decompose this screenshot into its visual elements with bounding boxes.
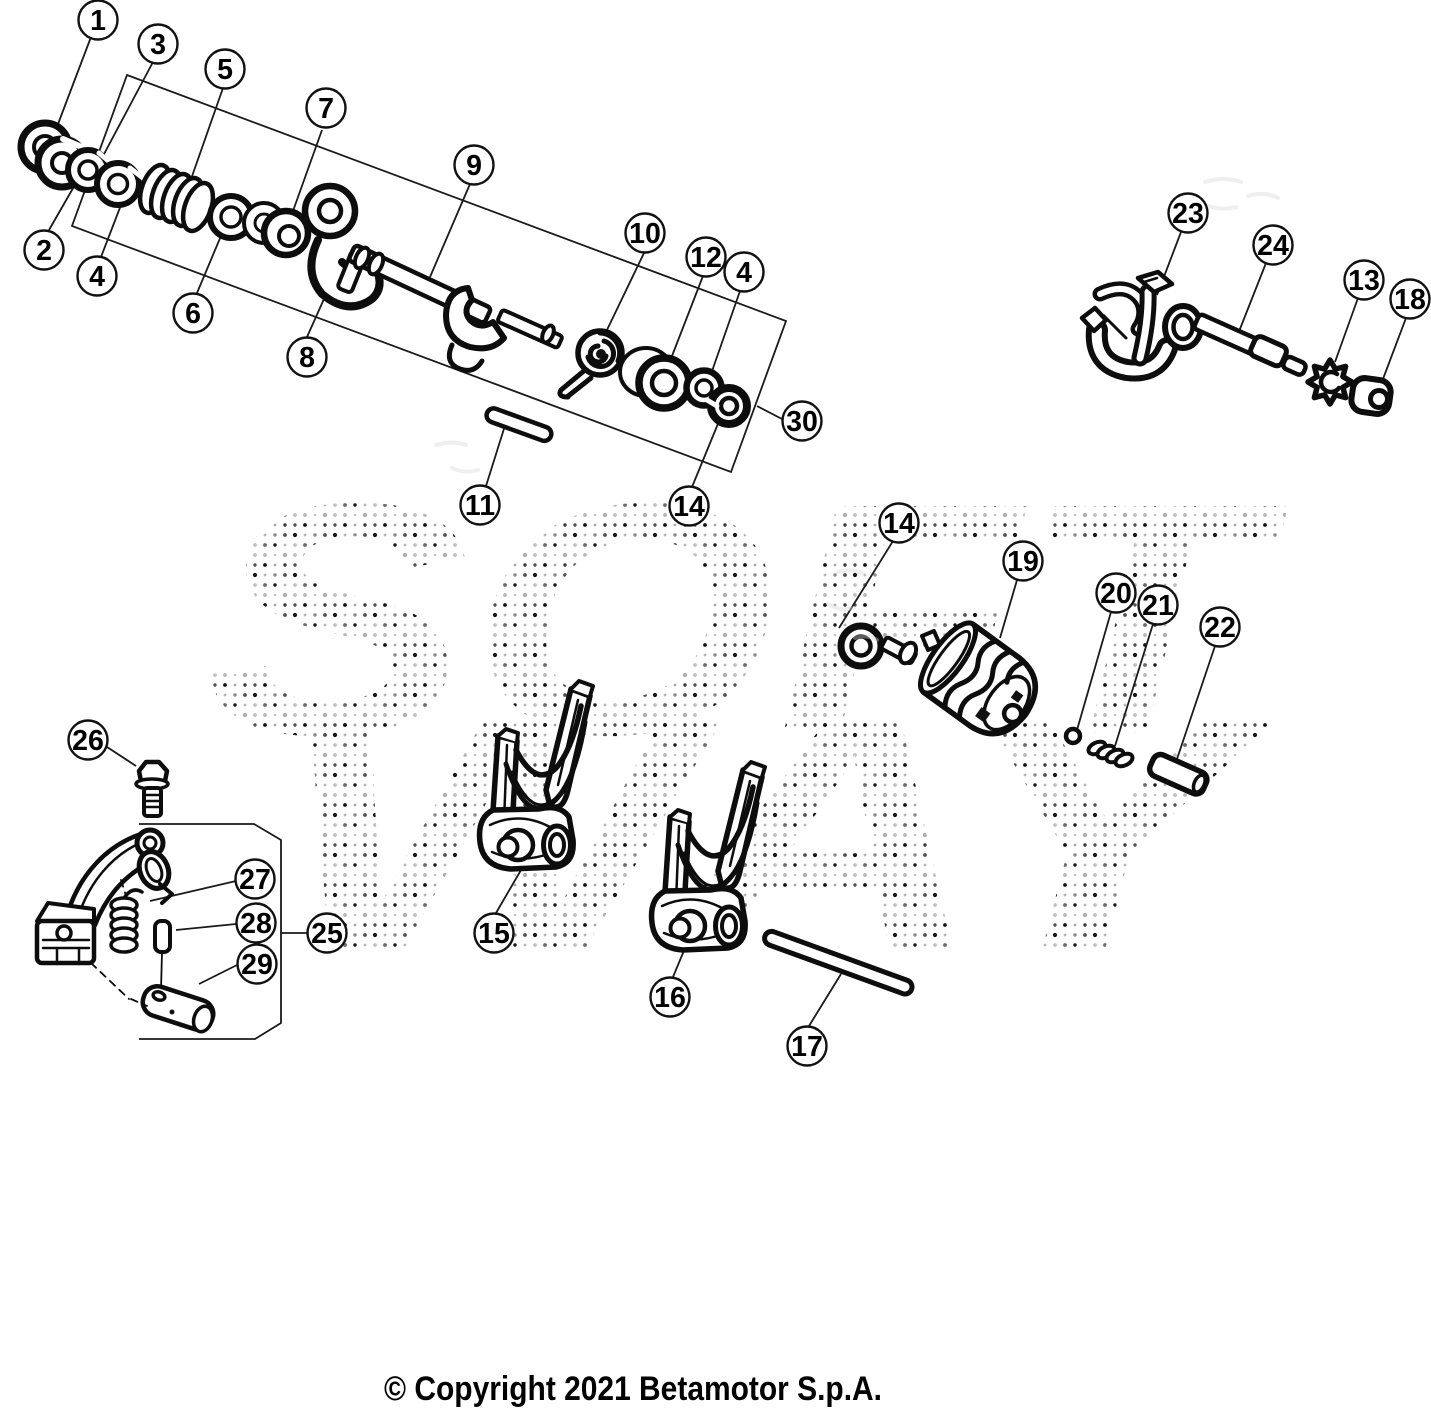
svg-text:30: 30 <box>786 406 818 438</box>
svg-text:25: 25 <box>311 918 343 950</box>
svg-text:18: 18 <box>1394 284 1426 316</box>
svg-text:© Copyright 2021 Betamotor S.p: © Copyright 2021 Betamotor S.p.A. <box>384 1370 882 1408</box>
svg-text:5: 5 <box>217 54 233 86</box>
svg-text:14: 14 <box>673 491 705 523</box>
svg-text:4: 4 <box>736 257 752 289</box>
svg-text:1: 1 <box>90 5 106 37</box>
svg-text:9: 9 <box>466 150 482 182</box>
svg-text:17: 17 <box>791 1031 823 1063</box>
svg-text:20: 20 <box>1100 578 1132 610</box>
svg-text:15: 15 <box>478 918 510 950</box>
svg-text:16: 16 <box>654 982 686 1014</box>
svg-text:8: 8 <box>299 342 315 374</box>
svg-text:23: 23 <box>1172 198 1204 230</box>
svg-text:21: 21 <box>1142 590 1174 622</box>
svg-text:10: 10 <box>629 218 661 250</box>
svg-text:13: 13 <box>1348 265 1380 297</box>
svg-text:11: 11 <box>465 490 495 522</box>
svg-text:26: 26 <box>72 725 104 757</box>
svg-text:WAY: WAY <box>278 648 1279 1017</box>
svg-text:22: 22 <box>1204 612 1236 644</box>
svg-text:19: 19 <box>1007 546 1039 578</box>
svg-text:28: 28 <box>240 908 272 940</box>
svg-text:6: 6 <box>185 298 201 330</box>
svg-text:3: 3 <box>150 29 166 61</box>
svg-text:12: 12 <box>690 242 722 274</box>
svg-text:27: 27 <box>239 864 271 896</box>
svg-text:4: 4 <box>89 261 105 293</box>
svg-text:14: 14 <box>883 508 915 540</box>
svg-text:7: 7 <box>318 93 334 125</box>
svg-text:2: 2 <box>36 235 52 267</box>
svg-text:29: 29 <box>241 949 273 981</box>
svg-text:24: 24 <box>1257 230 1289 262</box>
